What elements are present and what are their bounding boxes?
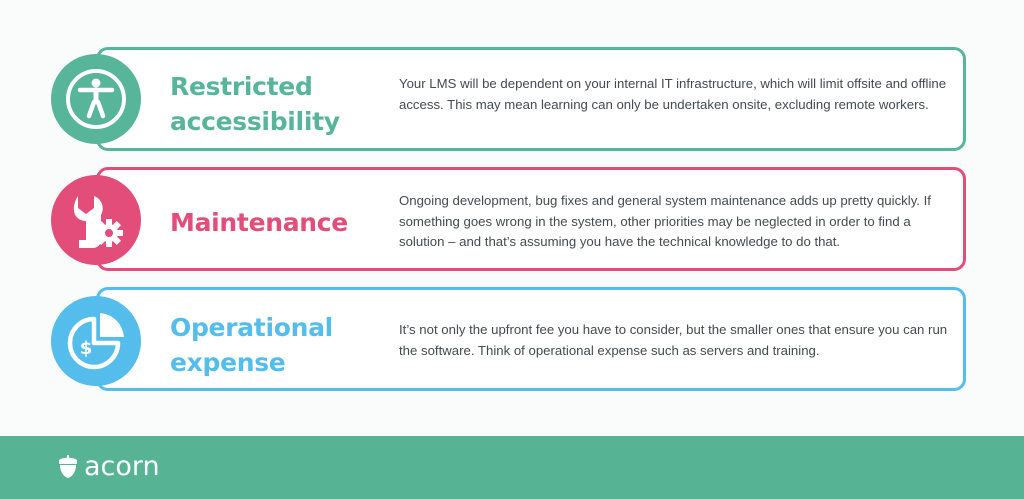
maintenance-icon-circle — [51, 175, 141, 265]
title-line: Maintenance — [170, 208, 348, 237]
accessibility-description: Your LMS will be dependent on your inter… — [399, 76, 947, 112]
operational-expense-card — [96, 287, 966, 391]
accessibility-title: Restricted accessibility — [170, 69, 340, 139]
expense-title: Operational expense — [170, 310, 333, 380]
accessibility-card — [96, 47, 966, 151]
brand-name: acorn — [84, 451, 160, 482]
svg-text:$: $ — [80, 338, 93, 359]
expense-icon-circle: $ — [51, 296, 141, 386]
maintenance-card — [96, 167, 966, 271]
acorn-icon — [59, 455, 77, 478]
footer-bar: acorn — [0, 436, 1024, 499]
title-line: Restricted — [170, 72, 313, 101]
title-line: expense — [170, 348, 286, 377]
title-line: accessibility — [170, 107, 340, 136]
accessibility-icon-circle — [51, 54, 141, 144]
title-line: Operational — [170, 313, 333, 342]
maintenance-description: Ongoing development, bug fixes and gener… — [399, 193, 931, 249]
wrench-gear-icon — [73, 196, 123, 248]
accessibility-person-icon — [66, 69, 126, 129]
maintenance-title: Maintenance — [170, 205, 348, 240]
acorn-logo[interactable]: acorn — [58, 452, 160, 482]
expense-description: It’s not only the upfront fee you have t… — [399, 322, 948, 358]
pie-chart-dollar-icon: $ — [67, 313, 124, 370]
